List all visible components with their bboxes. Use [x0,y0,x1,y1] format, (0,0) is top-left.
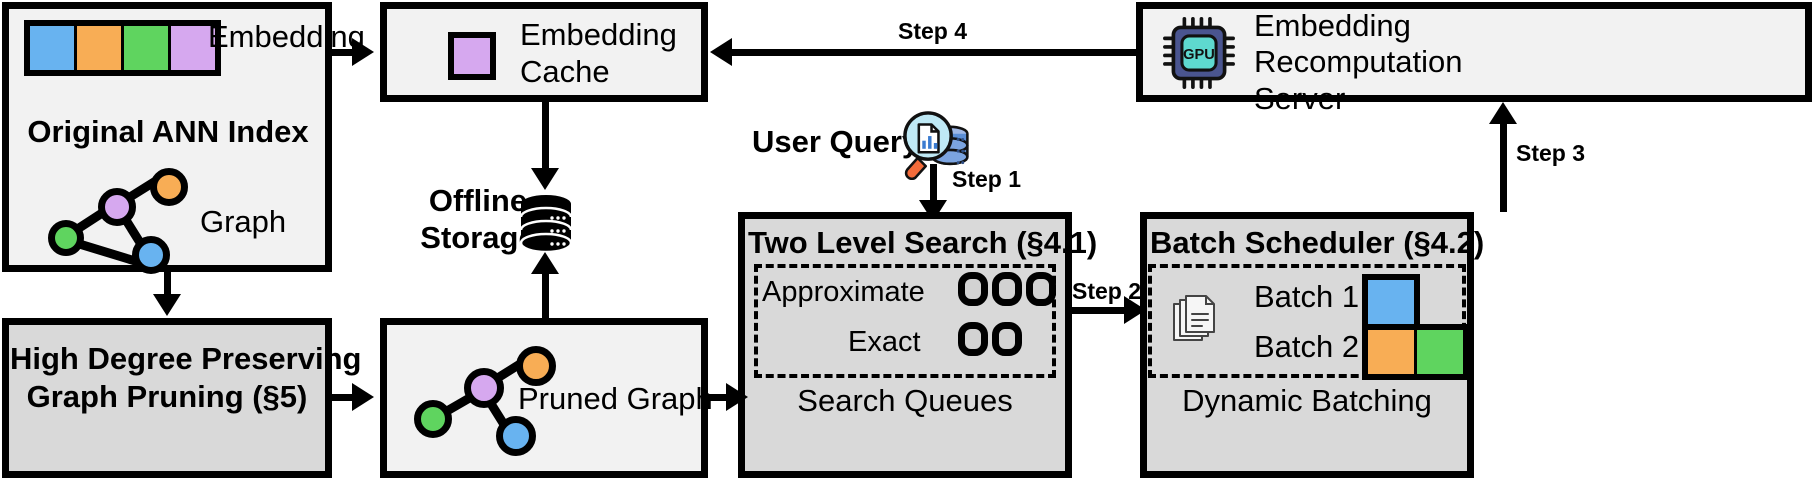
step2-label: Step 2 [1072,278,1142,304]
connector-cache-to-storage [542,102,549,174]
connector-index-to-pruning [164,272,171,298]
embedding-swatch-green [124,26,171,70]
block-embedding-cache [380,2,708,102]
graph-pruning-title: High Degree Preserving Graph Pruning (§5… [10,341,362,414]
embedding-recomputation-server-title: Embedding Recomputation Server [1254,8,1463,116]
block-pruned-graph [380,318,708,478]
original-ann-index-title: Original ANN Index [27,114,309,149]
connector-pruned-to-search [708,394,734,401]
search-row-label-exact: Exact [848,326,921,358]
embedding-cache-title: Embedding Cache [520,17,677,90]
connector-step2 [1072,307,1134,314]
embedding-swatch-orange [77,26,124,70]
gpu-chip-icon: GPU [1163,17,1235,89]
pruned-graph-glyph [404,344,564,456]
graph-node-green [48,220,84,256]
connector-step1 [930,164,937,208]
search-queues-group [754,264,1056,378]
svg-text:GPU: GPU [1183,47,1215,63]
arrowhead-pruned-to-storage [531,252,559,274]
search-queue-slot [992,322,1022,356]
original-graph-glyph [40,168,190,274]
pruned-graph-label: Pruned Graph [518,381,713,416]
batch-1-label: Batch 1 [1254,279,1360,314]
block-batch-scheduler [1140,212,1474,478]
search-queue-slot [992,272,1022,306]
embedding-swatch-strip [24,20,221,76]
arrowhead-step4 [710,38,732,66]
graph-node-purple [464,368,504,408]
embedding-swatch-blue [30,26,77,70]
user-query-label: User Query [752,124,920,159]
batch-chip-orange [1368,330,1417,374]
search-queue-slot [958,272,988,306]
offline-storage-label: Offline Storage [420,183,536,256]
two-level-search-title: Two Level Search (§4.1) [748,225,1098,260]
step1-label: Step 1 [952,166,1022,192]
block-embedding-recomputation-server [1136,2,1812,102]
embedding-swatch-purple [171,26,215,70]
connector-step4 [728,49,1136,56]
batch-scheduler-title: Batch Scheduler (§4.2) [1150,225,1485,260]
connector-step3 [1500,122,1507,212]
connector-pruned-to-storage [542,268,549,320]
step4-label: Step 4 [898,18,968,44]
search-queue-slot [958,322,988,356]
embedding-label: Embedding [208,19,365,54]
arrowhead-pruned-to-search [726,383,748,411]
batch-2-label: Batch 2 [1254,329,1360,364]
search-queues-footer: Search Queues [797,383,1013,418]
database-cylinder-icon [519,195,573,254]
arrowhead-step3 [1489,102,1517,124]
arrowhead-index-to-pruning [153,294,181,316]
graph-node-blue [132,236,170,274]
dynamic-batching-footer: Dynamic Batching [1182,383,1432,418]
graph-node-orange [150,168,188,206]
embedding-cache-chip [448,32,496,80]
graph-node-blue [496,416,536,456]
batch-2-chips [1362,324,1469,380]
connector-index-to-cache [332,49,358,56]
graph-node-purple [98,188,136,226]
arrowhead-index-to-cache [352,38,374,66]
search-queue-slot [1026,272,1056,306]
step3-label: Step 3 [1516,140,1586,166]
documents-stack-icon [1173,295,1215,341]
batch-chip-green [1417,330,1463,374]
arrowhead-cache-to-storage [531,168,559,190]
batch-chip-blue [1368,280,1414,324]
block-graph-pruning [2,318,332,478]
dynamic-batching-group [1148,264,1466,378]
graph-node-green [414,400,452,438]
query-magnifier-database-icon [903,111,969,180]
search-row-label-approximate: Approximate [762,276,925,308]
batch-1-chips [1362,274,1420,330]
connector-pruning-to-pruned [332,394,358,401]
graph-label: Graph [200,204,287,239]
arrowhead-pruning-to-pruned [352,383,374,411]
graph-node-orange [516,346,556,386]
